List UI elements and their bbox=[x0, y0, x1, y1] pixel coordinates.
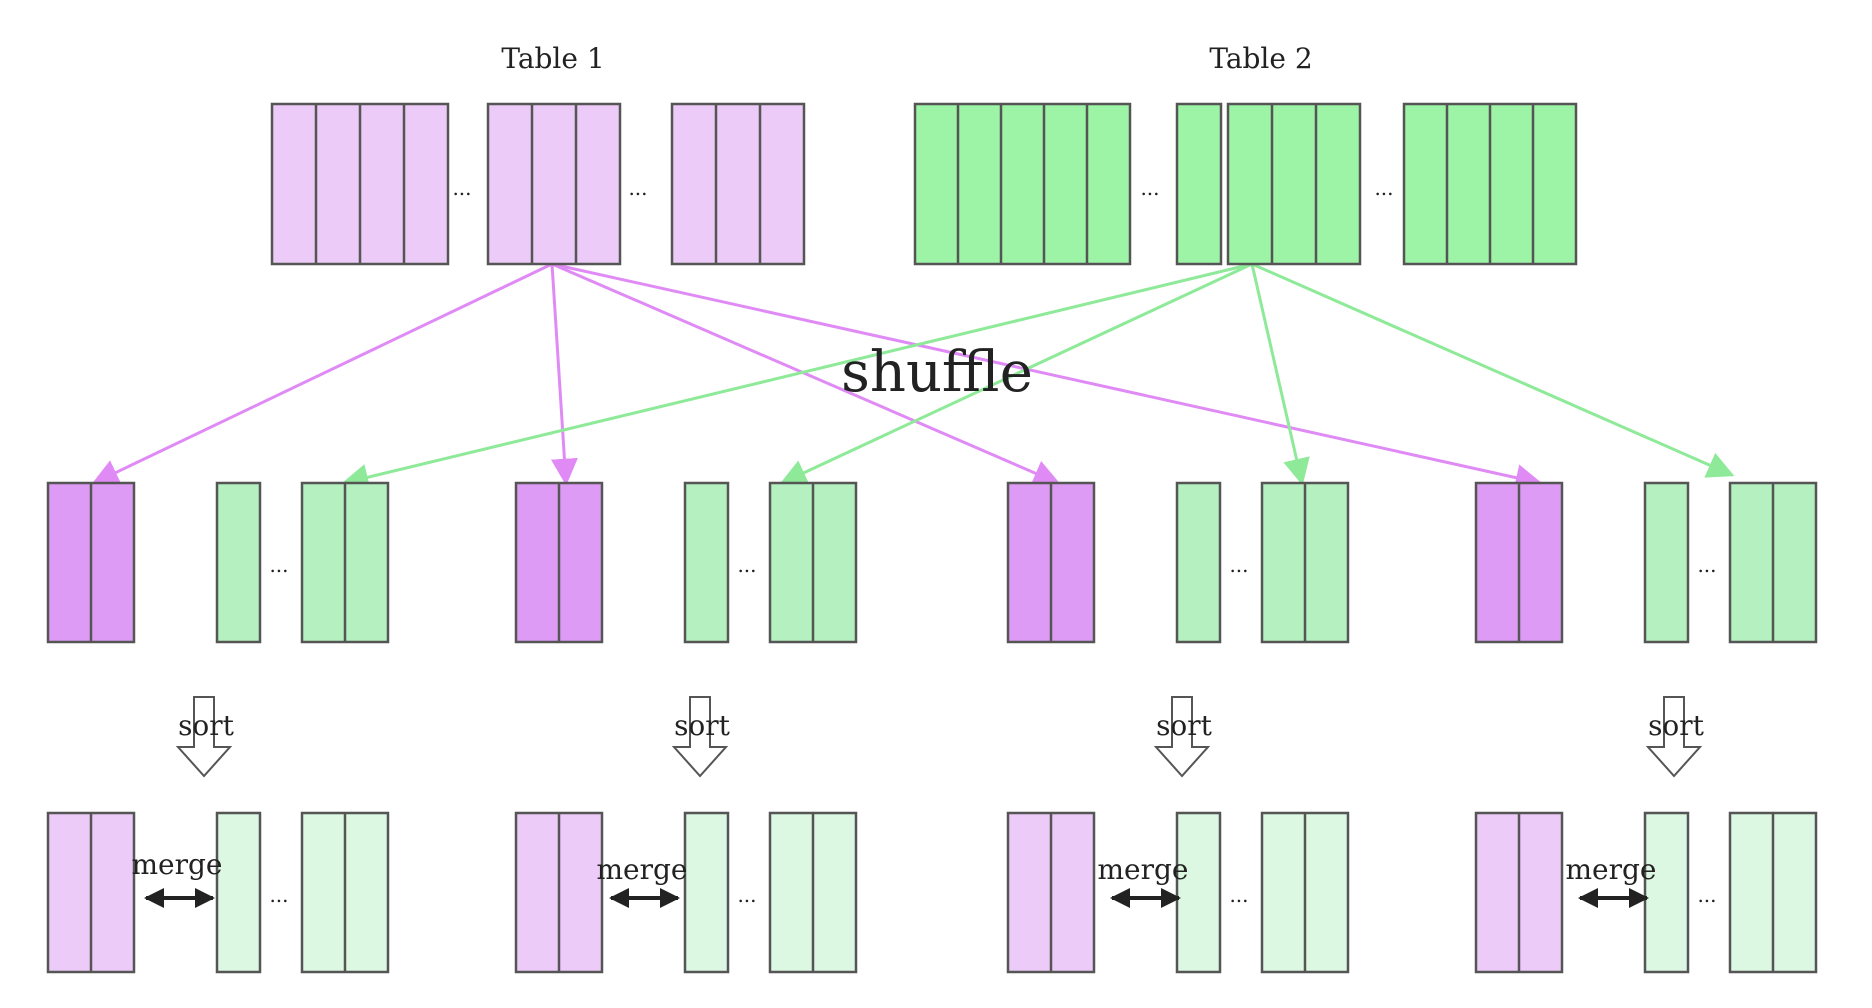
shuffle-label: shuffle bbox=[841, 340, 1033, 405]
shuffle-arrow-table-1-1 bbox=[91, 262, 553, 485]
shuffled-green-block-3 bbox=[1260, 481, 1350, 644]
sort-label-2: sort bbox=[674, 709, 731, 742]
table-2-title: Table 2 bbox=[1209, 42, 1312, 75]
merge-label-3: merge bbox=[1098, 853, 1189, 886]
sort-arrow-1 bbox=[175, 696, 233, 778]
sort-label-1: sort bbox=[178, 709, 235, 742]
table-1-ellipsis-1: ... bbox=[452, 176, 471, 200]
table-2-block-4 bbox=[1402, 102, 1578, 266]
table-2-block-2 bbox=[1175, 102, 1223, 266]
shuffle-arrow-table-1-2 bbox=[550, 263, 578, 486]
sort-arrow-3 bbox=[1153, 696, 1211, 778]
sorted-green-block-4 bbox=[1728, 811, 1818, 974]
sorted-ellipsis-4: ... bbox=[1697, 883, 1716, 907]
shuffle-arrows bbox=[91, 262, 1735, 491]
labels: Table 1 Table 2 shuffle bbox=[501, 42, 1312, 405]
shuffled-green-block-1 bbox=[300, 481, 390, 644]
sorted-green-block-3 bbox=[1260, 811, 1350, 974]
blocks: .................................... bbox=[46, 102, 1818, 974]
shuffled-green-block-2 bbox=[768, 481, 858, 644]
table-1-title: Table 1 bbox=[501, 42, 604, 75]
shuffle-arrow-table-2-2 bbox=[779, 262, 1253, 485]
shuffled-green-single-4 bbox=[1643, 481, 1690, 644]
sort-label-4: sort bbox=[1648, 709, 1705, 742]
table-2-block-3 bbox=[1226, 102, 1362, 266]
sorted-purple-block-2 bbox=[514, 811, 604, 974]
shuffle-arrow-table-2-3 bbox=[1250, 263, 1310, 486]
sorted-purple-block-1 bbox=[46, 811, 136, 974]
shuffle-arrow-table-1-3 bbox=[551, 262, 1061, 486]
sorted-purple-block-3 bbox=[1006, 811, 1096, 974]
table-1-ellipsis-2: ... bbox=[628, 176, 647, 200]
sort-merge-annotations: sort merge sort merge sort merge sort merge bbox=[132, 696, 1705, 908]
shuffled-ellipsis-3: ... bbox=[1229, 553, 1248, 577]
shuffle-arrow-table-2-1 bbox=[341, 262, 1253, 491]
table-1-block-3 bbox=[670, 102, 806, 266]
shuffled-green-single-1 bbox=[215, 481, 262, 644]
sort-label-3: sort bbox=[1156, 709, 1213, 742]
sorted-ellipsis-1: ... bbox=[269, 883, 288, 907]
table-1-block-2 bbox=[486, 102, 622, 266]
sort-arrow-4 bbox=[1645, 696, 1703, 778]
sorted-green-single-2 bbox=[683, 811, 730, 974]
sorted-ellipsis-3: ... bbox=[1229, 883, 1248, 907]
table-2-ellipsis-1: ... bbox=[1140, 176, 1159, 200]
sorted-green-single-1 bbox=[215, 811, 262, 974]
shuffled-purple-block-2 bbox=[514, 481, 604, 644]
shuffled-purple-block-4 bbox=[1474, 481, 1564, 644]
table-2-block-1 bbox=[913, 102, 1132, 266]
merge-label-4: merge bbox=[1566, 853, 1657, 886]
shuffled-green-single-2 bbox=[683, 481, 730, 644]
sorted-purple-block-4 bbox=[1474, 811, 1564, 974]
sorted-green-single-3 bbox=[1175, 811, 1222, 974]
shuffled-green-block-4 bbox=[1728, 481, 1818, 644]
shuffle-arrow-table-2-4 bbox=[1251, 262, 1735, 478]
shuffled-ellipsis-2: ... bbox=[737, 553, 756, 577]
sorted-ellipsis-2: ... bbox=[737, 883, 756, 907]
shuffled-ellipsis-4: ... bbox=[1697, 553, 1716, 577]
sorted-green-block-1 bbox=[300, 811, 390, 974]
sorted-green-block-2 bbox=[768, 811, 858, 974]
sorted-green-single-4 bbox=[1643, 811, 1690, 974]
shuffled-green-single-3 bbox=[1175, 481, 1222, 644]
shuffled-ellipsis-1: ... bbox=[269, 553, 288, 577]
table-2-ellipsis-2: ... bbox=[1374, 176, 1393, 200]
merge-label-2: merge bbox=[597, 853, 688, 886]
shuffled-purple-block-3 bbox=[1006, 481, 1096, 644]
sort-arrow-2 bbox=[671, 696, 729, 778]
merge-label-1: merge bbox=[132, 848, 223, 881]
shuffle-arrow-table-1-4 bbox=[551, 262, 1543, 491]
shuffled-purple-block-1 bbox=[46, 481, 136, 644]
table-1-block-1 bbox=[270, 102, 450, 266]
